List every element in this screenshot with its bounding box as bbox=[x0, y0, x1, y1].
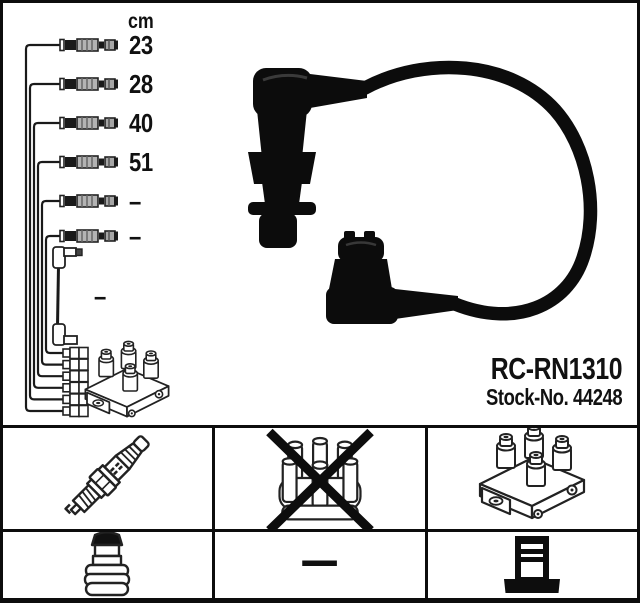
legend-cell-dash: – bbox=[300, 527, 340, 590]
border-bottom bbox=[0, 598, 640, 603]
product-photo bbox=[248, 60, 598, 324]
table-col-divider-1 bbox=[212, 425, 215, 603]
plug-connector-icon bbox=[83, 532, 131, 597]
distributor-cap-crossed-icon bbox=[266, 428, 374, 529]
legend-cell-ignition-coil bbox=[428, 428, 637, 529]
table-row-divider bbox=[0, 529, 640, 532]
cable-length-label: – bbox=[129, 187, 141, 216]
cable-rows bbox=[59, 38, 119, 243]
part-code: RC-RN1310 bbox=[490, 351, 623, 386]
cable-length-label: 23 bbox=[129, 31, 153, 60]
plug-boot bbox=[326, 231, 458, 324]
border-top bbox=[0, 0, 640, 3]
coil-boot bbox=[248, 68, 367, 248]
unit-header: cm bbox=[128, 10, 154, 34]
sensor-cable: – bbox=[52, 246, 106, 346]
sensor-length-label: – bbox=[94, 282, 106, 311]
cross-out-x bbox=[266, 428, 374, 529]
spark-plug-icon bbox=[64, 435, 150, 516]
cable-length-label: 40 bbox=[129, 109, 153, 138]
legend-cell-spark-plug bbox=[3, 428, 212, 529]
length-labels: 23 28 40 51 – – bbox=[129, 31, 153, 251]
lead-wires bbox=[24, 43, 63, 413]
part-number-block: RC-RN1310 Stock-No. 44248 bbox=[485, 351, 623, 410]
cable-length-label: 28 bbox=[129, 70, 153, 99]
table-top-line bbox=[0, 425, 640, 428]
border-right bbox=[637, 0, 640, 603]
legend-cell-distributor bbox=[215, 428, 425, 529]
cable-length-label: 51 bbox=[129, 148, 153, 177]
stock-number: Stock-No. 44248 bbox=[485, 384, 623, 410]
cable-length-label: – bbox=[129, 222, 141, 251]
connector-bundle bbox=[62, 346, 89, 418]
ignition-cable bbox=[248, 60, 598, 324]
border-left bbox=[0, 0, 3, 603]
legend-cell-coil-on-plug bbox=[428, 532, 637, 598]
legend-cell-plug-connector bbox=[3, 532, 212, 598]
cable-loop bbox=[358, 60, 598, 321]
coil-illustration-small bbox=[84, 340, 170, 418]
table-col-divider-2 bbox=[425, 425, 428, 603]
coil-on-plug-icon bbox=[504, 536, 560, 593]
ignition-coil-icon bbox=[478, 428, 586, 520]
cable-length-diagram: cm 23 28 40 51 – – bbox=[24, 10, 170, 418]
